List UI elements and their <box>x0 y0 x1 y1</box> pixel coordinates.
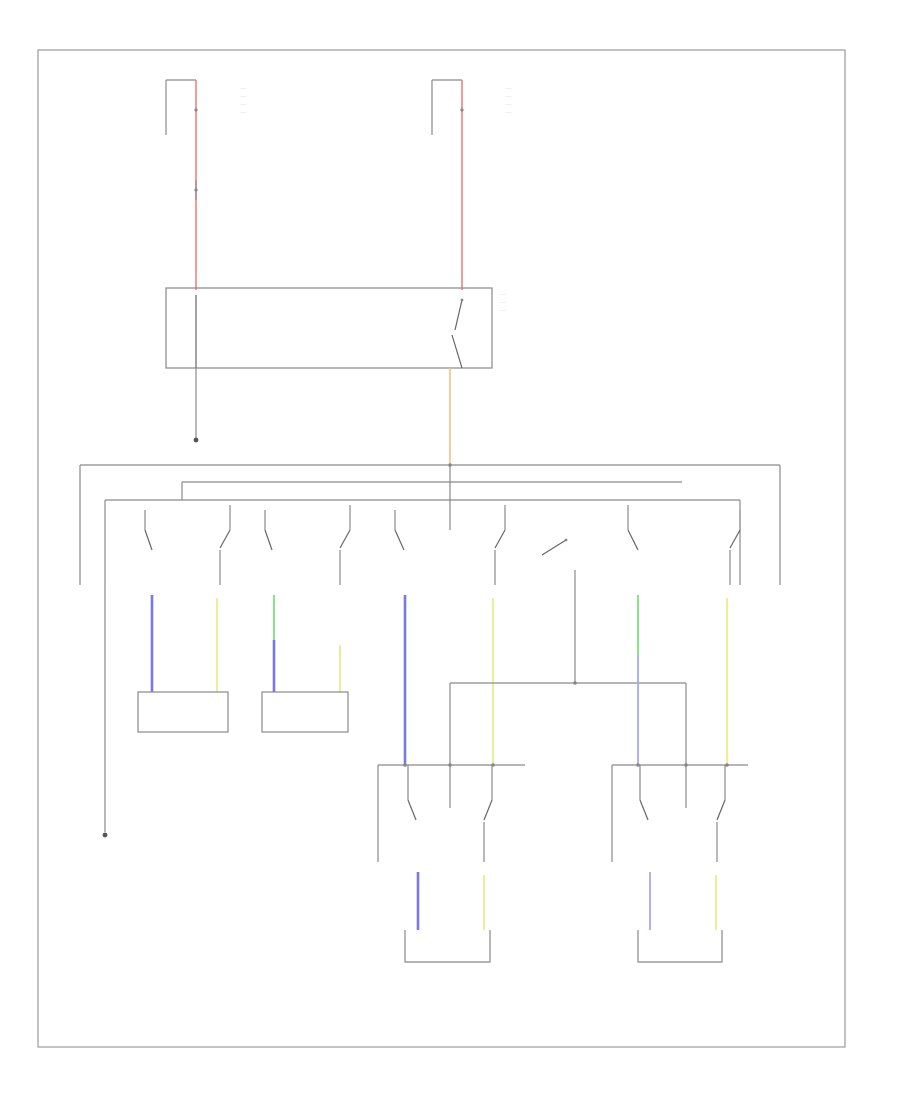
svg-text:·····: ····· <box>240 102 247 107</box>
ground-left-lower <box>102 585 108 838</box>
svg-text:·····: ····· <box>500 292 507 297</box>
svg-text:·····: ····· <box>240 94 247 99</box>
rear-right-switch <box>611 763 748 963</box>
svg-text:·····: ····· <box>505 86 512 91</box>
ground-left-upper <box>193 368 199 443</box>
relay-box: ····· ····· ····· <box>165 287 507 369</box>
diagram-frame <box>37 49 846 1048</box>
switch-group-3 <box>394 505 506 765</box>
svg-text:·····: ····· <box>505 110 512 115</box>
switch-group-2 <box>261 505 351 733</box>
switch-group-4 <box>627 505 741 765</box>
svg-text:·····: ····· <box>500 308 507 313</box>
svg-text:·····: ····· <box>240 110 247 115</box>
switch-group-1 <box>137 505 231 733</box>
svg-text:·····: ····· <box>500 300 507 305</box>
svg-text:·····: ····· <box>505 102 512 107</box>
fuse-feed-right: ····· ····· ····· ····· <box>431 79 512 290</box>
power-feed-trunk <box>448 368 452 530</box>
fuse-feed-left: ····· ····· ····· ····· <box>165 79 247 290</box>
svg-text:·····: ····· <box>505 94 512 99</box>
bus-lines <box>79 464 781 585</box>
svg-text:·····: ····· <box>240 86 247 91</box>
rear-left-switch <box>377 763 525 963</box>
lock-switch <box>449 538 687 765</box>
